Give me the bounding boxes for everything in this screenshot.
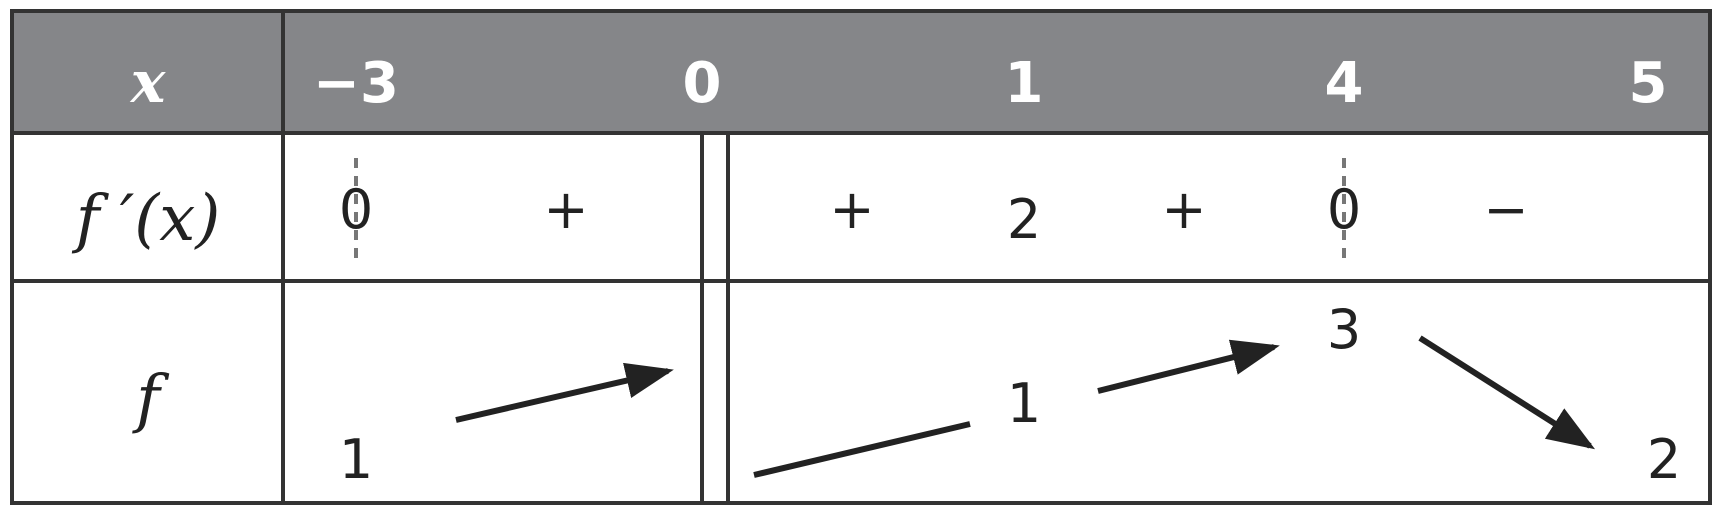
header-variable: x xyxy=(129,48,167,116)
table-border xyxy=(10,9,1712,505)
header-row-bg xyxy=(12,11,1710,133)
increase-arrow-3 xyxy=(1097,339,1280,394)
derivative-sign-4: − xyxy=(1483,178,1528,241)
header-value-2: 0 xyxy=(683,51,722,116)
header-value-3: 1 xyxy=(1005,51,1044,116)
derivative-value-1: 2 xyxy=(1007,188,1041,251)
increase-arrow-1 xyxy=(455,362,674,423)
function-value-2: 1 xyxy=(1007,372,1041,435)
increase-segment-2 xyxy=(753,421,971,478)
derivative-zero-1: 0 xyxy=(339,178,373,241)
function-label: f xyxy=(132,362,170,436)
derivative-sign-3: + xyxy=(1161,178,1206,241)
function-value-4: 2 xyxy=(1647,428,1681,491)
header-value-4: 4 xyxy=(1325,51,1364,116)
derivative-label: f ′(x) xyxy=(72,182,221,256)
derivative-sign-1: + xyxy=(543,178,588,241)
header-value-5: 5 xyxy=(1629,51,1668,116)
decrease-arrow-4 xyxy=(1418,335,1596,450)
function-value-3: 3 xyxy=(1327,298,1361,361)
derivative-zero-2: 0 xyxy=(1327,178,1361,241)
derivative-sign-2: + xyxy=(829,178,874,241)
header-value-1: −3 xyxy=(313,51,399,116)
function-value-1: 1 xyxy=(339,428,373,491)
